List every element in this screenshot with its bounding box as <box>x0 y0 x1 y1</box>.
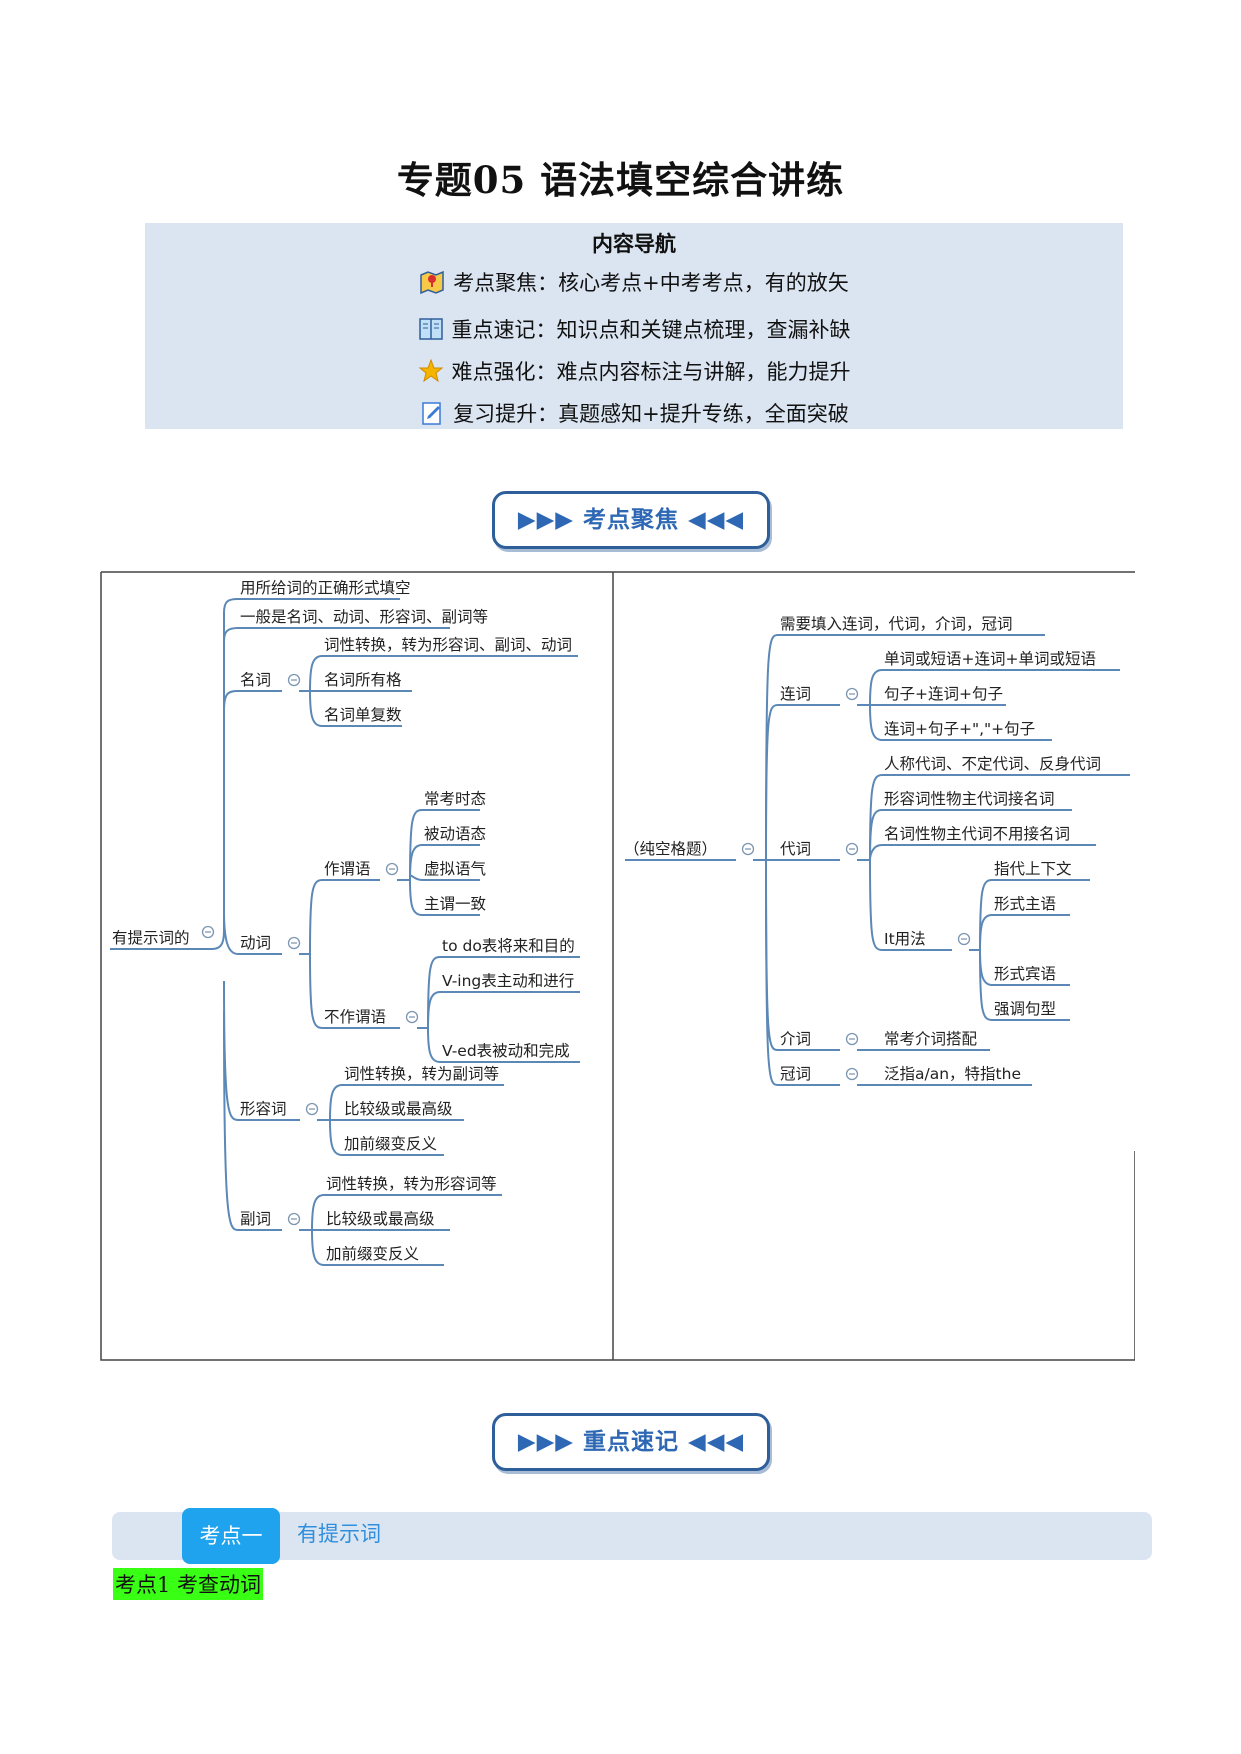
prep-item: 常考介词搭配 <box>884 1030 977 1048</box>
notes-banner: ▶▶▶ 重点速记 ◀◀◀ <box>492 1413 770 1471</box>
adv-item: 比较级或最高级 <box>326 1210 435 1228</box>
section-bar <box>112 1512 1152 1560</box>
conj-item: 句子+连词+句子 <box>884 685 1003 703</box>
pron-item: 人称代词、不定代词、反身代词 <box>884 755 1101 773</box>
verb-node: 动词 <box>240 934 271 952</box>
adv-item: 加前缀变反义 <box>326 1245 419 1263</box>
art-node: 冠词 <box>780 1065 811 1083</box>
nav-row-text: 复习提升：真题感知+提升专练，全面突破 <box>453 402 849 426</box>
nav-row-text: 考点聚焦：核心考点+中考考点，有的放矢 <box>453 271 849 295</box>
nav-row-notes: 重点速记：知识点和关键点梳理，查漏补缺 <box>145 314 1123 344</box>
verb-nonpred-item: V-ing表主动和进行 <box>442 972 574 990</box>
conj-item: 连词+句子+","+句子 <box>884 720 1035 738</box>
noun-item: 名词单复数 <box>324 706 402 724</box>
book-icon <box>418 318 443 340</box>
pron-item: 名词性物主代词不用接名词 <box>884 825 1070 843</box>
page-title: 专题05 语法填空综合讲练 <box>396 158 845 202</box>
right-intro: 需要填入连词，代词，介词，冠词 <box>780 615 1013 633</box>
mindmap: 有提示词的 用所给词的正确形式填空 一般是名词、动词、形容词、副词等 名词 词性… <box>100 571 1135 1361</box>
focus-banner: ▶▶▶ 考点聚焦 ◀◀◀ <box>492 491 770 549</box>
focus-banner-label: ▶▶▶ 考点聚焦 ◀◀◀ <box>517 507 745 533</box>
star-icon <box>418 358 443 383</box>
adv-node: 副词 <box>240 1210 271 1228</box>
verb-pred-item: 主谓一致 <box>424 895 487 913</box>
left-root: 有提示词的 <box>112 929 190 947</box>
nav-row-focus: 考点聚焦：核心考点+中考考点，有的放矢 <box>145 267 1123 297</box>
verb-nonpred-node: 不作谓语 <box>324 1008 386 1026</box>
nav-row-review: 复习提升：真题感知+提升专练，全面突破 <box>145 398 1123 428</box>
it-item: 强调句型 <box>994 1000 1056 1018</box>
noun-item: 词性转换，转为形容词、副词、动词 <box>324 636 572 654</box>
conj-node: 连词 <box>780 685 811 703</box>
verb-pred-item: 虚拟语气 <box>424 860 486 878</box>
collapse-markers <box>201 673 971 1226</box>
nav-row-difficult: 难点强化：难点内容标注与讲解，能力提升 <box>145 356 1123 386</box>
it-item: 指代上下文 <box>994 860 1072 878</box>
adj-node: 形容词 <box>240 1100 287 1118</box>
noun-item: 名词所有格 <box>324 671 402 689</box>
it-item: 形式宾语 <box>994 965 1056 983</box>
nav-row-text: 难点强化：难点内容标注与讲解，能力提升 <box>451 360 851 384</box>
adj-item: 加前缀变反义 <box>344 1135 437 1153</box>
subsection-heading: 考点1 考查动词 <box>113 1568 264 1600</box>
left-intro-2: 一般是名词、动词、形容词、副词等 <box>240 608 488 626</box>
prep-node: 介词 <box>780 1030 811 1048</box>
verb-nonpred-item: to do表将来和目的 <box>442 937 575 955</box>
pron-item: 形容词性物主代词接名词 <box>884 790 1055 808</box>
map-icon <box>420 270 444 295</box>
content-navigation-box: 内容导航 考点聚焦：核心考点+中考考点，有的放矢 重点速记：知识点和关键点梳理，… <box>145 223 1123 429</box>
adj-item: 比较级或最高级 <box>344 1100 453 1118</box>
section-tab: 考点一 <box>182 1508 280 1564</box>
pron-node: 代词 <box>780 840 811 858</box>
verb-pred-node: 作谓语 <box>324 860 371 878</box>
it-item: 形式主语 <box>994 895 1056 913</box>
adv-item: 词性转换，转为形容词等 <box>326 1175 497 1193</box>
it-node: It用法 <box>884 930 926 948</box>
edit-icon <box>422 402 441 425</box>
right-root: （纯空格题） <box>624 840 717 858</box>
noun-node: 名词 <box>240 671 271 689</box>
verb-pred-item: 常考时态 <box>424 790 486 808</box>
left-intro-1: 用所给词的正确形式填空 <box>240 579 411 597</box>
verb-pred-item: 被动语态 <box>424 825 486 843</box>
notes-banner-label: ▶▶▶ 重点速记 ◀◀◀ <box>517 1429 745 1455</box>
section-title: 有提示词 <box>297 1522 381 1546</box>
nav-row-text: 重点速记：知识点和关键点梳理，查漏补缺 <box>451 318 851 342</box>
adj-item: 词性转换，转为副词等 <box>344 1065 499 1083</box>
art-item: 泛指a/an，特指the <box>884 1065 1021 1083</box>
verb-nonpred-item: V-ed表被动和完成 <box>442 1042 570 1060</box>
nav-heading: 内容导航 <box>592 231 676 256</box>
conj-item: 单词或短语+连词+单词或短语 <box>884 650 1096 668</box>
